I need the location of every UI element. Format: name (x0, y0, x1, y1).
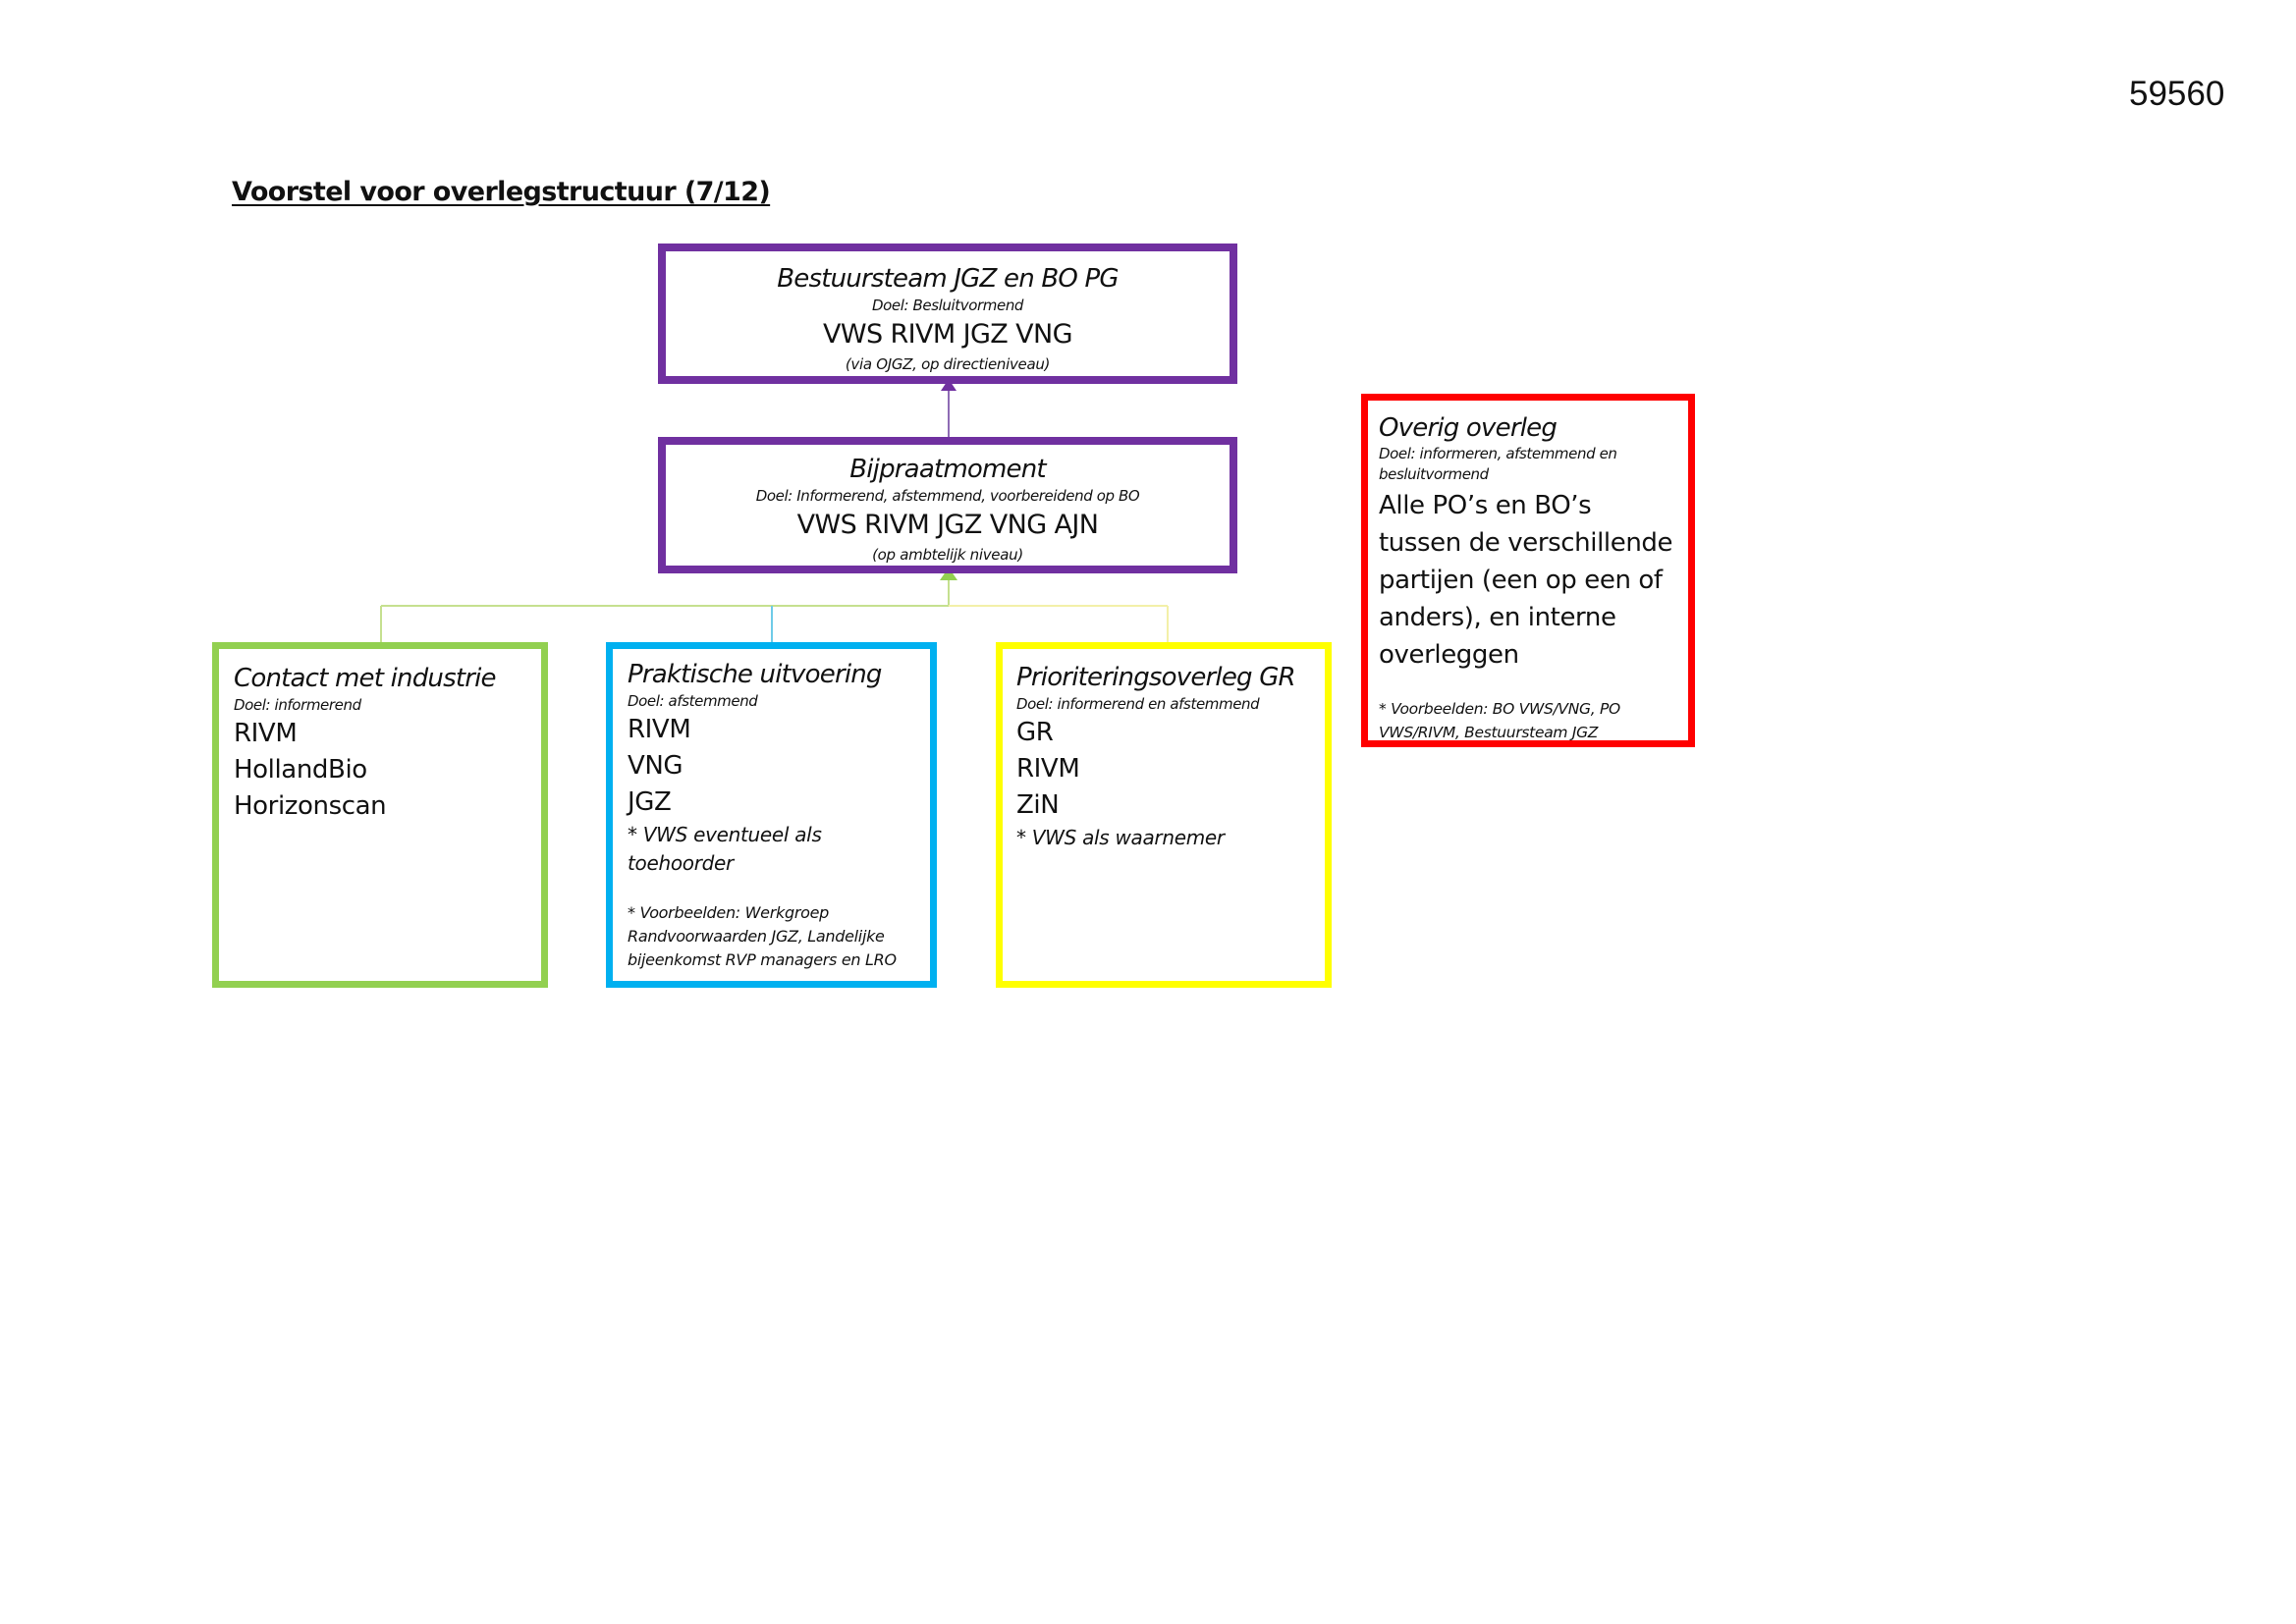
box-contact-industrie: Contact met industrie Doel: informerend … (212, 642, 548, 988)
box-goal: Doel: informeren, afstemmend en besluitv… (1379, 445, 1617, 483)
box-goal: Doel: Besluitvormend (871, 297, 1024, 314)
box-title: Prioriteringsoverleg GR (1016, 663, 1296, 692)
list-item: VNG (628, 751, 683, 781)
box-level: (op ambtelijk niveau) (872, 546, 1023, 564)
list-item: ZiN (1016, 790, 1060, 820)
box-level: (via OJGZ, op directieniveau) (845, 355, 1051, 373)
box-praktische-uitvoering: Praktische uitvoering Doel: afstemmend R… (606, 642, 937, 988)
box-parties: VWS RIVM JGZ VNG AJN (796, 510, 1099, 540)
list-item: HollandBio (234, 755, 367, 785)
box-bijpraatmoment: Bijpraatmoment Doel: Informerend, afstem… (658, 437, 1237, 573)
box-parties: VWS RIVM JGZ VNG (823, 319, 1073, 350)
box-title: Contact met industrie (234, 664, 497, 693)
box-prioriteringsoverleg: Prioriteringsoverleg GR Doel: informeren… (996, 642, 1332, 988)
list-item: RIVM (234, 719, 298, 748)
box-title: Overig overleg (1379, 413, 1558, 443)
list-item: Horizonscan (234, 791, 387, 821)
box-goal: Doel: informerend (234, 696, 361, 714)
box-title: Praktische uitvoering (628, 660, 882, 689)
box-goal: Doel: afstemmend (628, 692, 758, 710)
box-note: * VWS als waarnemer (1016, 826, 1225, 849)
box-overig-overleg: Overig overleg Doel: informeren, afstemm… (1361, 394, 1695, 747)
page-title: Voorstel voor overlegstructuur (7/12) (232, 177, 771, 207)
list-item: RIVM (628, 715, 691, 744)
box-bestuursteam: Bestuursteam JGZ en BO PG Doel: Besluitv… (658, 244, 1237, 384)
document-number: 59560 (2129, 75, 2225, 113)
list-item: JGZ (628, 787, 672, 817)
box-body: Alle PO’s en BO’s tussen de verschillend… (1379, 491, 1673, 670)
box-note: * VWS eventueel als toehoorder (628, 823, 822, 875)
box-goal: Doel: informerend en afstemmend (1016, 695, 1260, 713)
arrow-up-icon-green (940, 568, 957, 580)
box-title: Bijpraatmoment (849, 455, 1046, 484)
list-item: GR (1016, 718, 1054, 747)
box-examples: * Voorbeelden: Werkgroep Randvoorwaarden… (628, 903, 897, 969)
list-item: RIVM (1016, 754, 1080, 784)
box-goal: Doel: Informerend, afstemmend, voorberei… (755, 487, 1140, 505)
box-title: Bestuursteam JGZ en BO PG (777, 264, 1119, 294)
box-examples: * Voorbeelden: BO VWS/VNG, PO VWS/RIVM, … (1379, 700, 1620, 741)
arrow-up-icon-purple (941, 379, 957, 391)
